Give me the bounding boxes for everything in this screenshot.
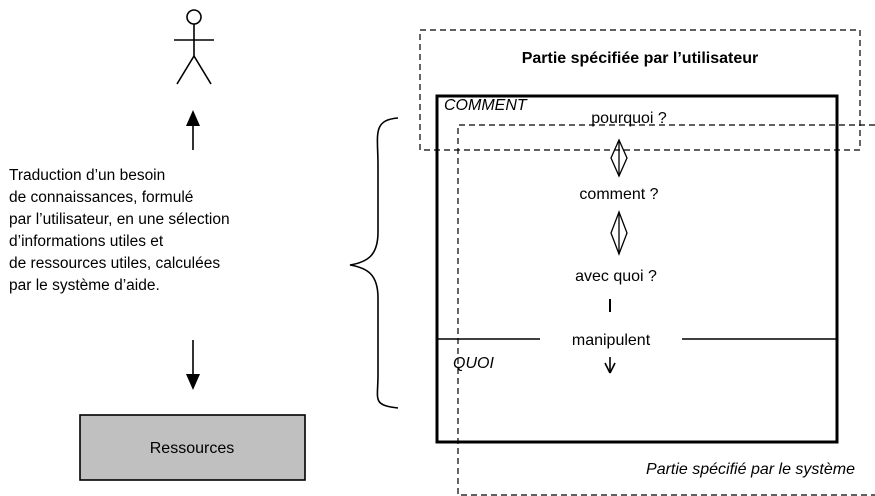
- system-part-title: Partie spécifié par le système: [646, 461, 855, 478]
- user-specified-region: [419, 29, 861, 151]
- user-part-title: Partie spécifiée par l’utilisateur: [522, 50, 759, 67]
- down-chevron-icon: [604, 357, 616, 374]
- description-line: par l’utilisateur, en une sélection: [9, 211, 230, 228]
- arrow-up-icon: [186, 110, 200, 150]
- step-comment: comment ?: [579, 186, 658, 203]
- quoi-label: QUOI: [453, 355, 494, 372]
- curly-brace: [349, 117, 399, 409]
- user-stick-figure-icon: [174, 9, 214, 85]
- description-text: Traduction d’un besoin de connaissances,…: [9, 167, 230, 294]
- step-avec-quoi: avec quoi ?: [575, 268, 657, 285]
- description-line: de connaissances, formulé: [9, 189, 193, 206]
- comment-label: COMMENT: [444, 97, 528, 114]
- resources-box: Ressources: [79, 414, 306, 481]
- double-arrow-icon: [610, 210, 628, 256]
- step-manipulent: manipulent: [572, 332, 651, 349]
- description-line: de ressources utiles, calculées: [9, 255, 220, 272]
- arrow-down-icon: [186, 340, 200, 390]
- description-line: Traduction d’un besoin: [9, 167, 165, 184]
- resources-label: Ressources: [150, 440, 234, 457]
- system-specified-region: [457, 124, 875, 496]
- description-line: par le système d’aide.: [9, 277, 160, 294]
- step-pourquoi: pourquoi ?: [591, 110, 667, 127]
- main-frame: [435, 94, 839, 444]
- double-arrow-icon: [610, 138, 628, 178]
- description-line: d’informations utiles et: [9, 233, 164, 250]
